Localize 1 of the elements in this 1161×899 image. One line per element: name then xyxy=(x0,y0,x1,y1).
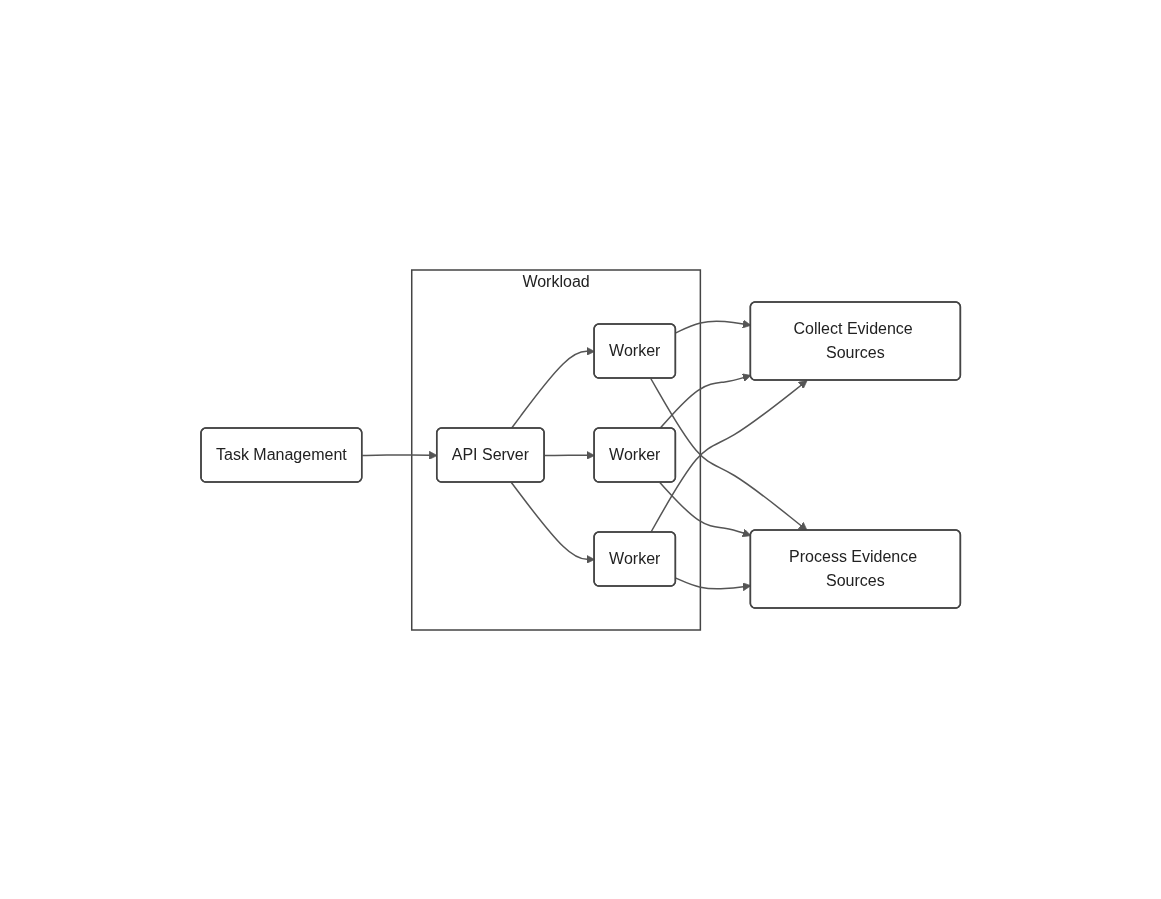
arrow xyxy=(658,372,752,429)
